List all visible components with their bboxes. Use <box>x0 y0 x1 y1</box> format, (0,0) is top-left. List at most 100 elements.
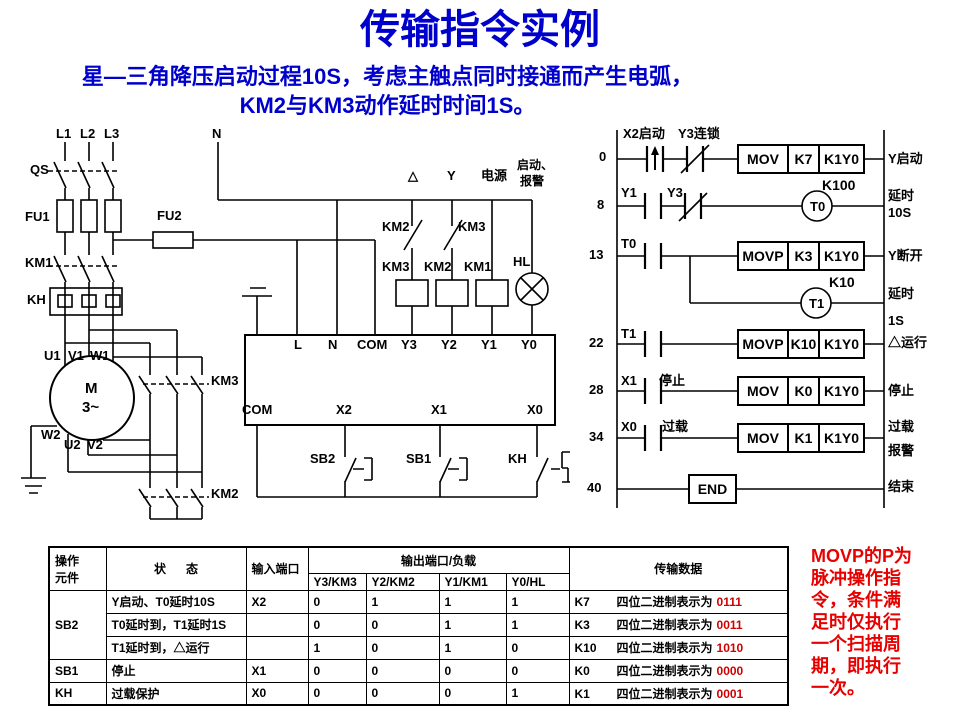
cell-input: X1 <box>245 658 309 683</box>
cell-output: 1 <box>438 612 507 637</box>
motor-label-3ph: 3~ <box>82 399 100 416</box>
ladder-contact-y1: Y1 <box>621 185 637 200</box>
cell-output: 0 <box>438 658 507 683</box>
rung-note-end: 结束 <box>888 479 915 494</box>
ladder-end-box: END <box>688 474 737 504</box>
main-circuit-diagram <box>21 142 209 520</box>
cell-output: 0 <box>307 612 367 637</box>
ladder-step-34: 34 <box>589 429 604 444</box>
circuit-label-l3: L3 <box>104 126 120 141</box>
instruction-cell: K10 <box>787 331 818 357</box>
cell-output: 1 <box>438 635 507 660</box>
ladder-contact-t1: T1 <box>621 326 637 341</box>
cell-output: 1 <box>365 589 440 614</box>
ladder-contact-y3: Y3 <box>667 185 683 200</box>
kh-element-b <box>81 294 97 308</box>
note-line: MOVP的P为 <box>811 546 913 566</box>
binary-label: 四位二进制表示为 <box>616 664 713 678</box>
table-header-component: 操作 元件 <box>48 546 107 591</box>
rung-note-delay-1: 延时 <box>888 188 915 203</box>
rung-note-y-start: Y启动 <box>888 151 923 166</box>
plc-terminal-x2: X2 <box>336 402 352 417</box>
note-line: 令，条件满 <box>811 590 901 610</box>
ladder-step-40: 40 <box>587 480 602 495</box>
plc-terminal-y0: Y0 <box>521 337 537 352</box>
timer-coil-t1 <box>800 287 832 319</box>
cell-input <box>245 612 309 637</box>
cell-output: 0 <box>505 635 570 660</box>
circuit-label-km2: KM2 <box>211 486 239 501</box>
motor-label-u2: U2 <box>64 437 81 452</box>
plc-label-hl: HL <box>513 254 531 269</box>
k-value: K3 <box>574 618 590 632</box>
fuse-fu2 <box>152 231 194 249</box>
circuit-label-l2: L2 <box>80 126 96 141</box>
cell-output: 1 <box>505 589 570 614</box>
plc-box <box>244 334 556 426</box>
ladder-step-0: 0 <box>599 149 607 164</box>
timer-coil-t0 <box>801 190 833 222</box>
binary-value: 1010 <box>716 641 744 655</box>
rung-note-delta-run: △运行 <box>888 335 928 350</box>
plc-terminal-com-top: COM <box>357 337 388 352</box>
motor-label-w1: W1 <box>90 348 110 363</box>
qs-km-dashed-links <box>48 170 209 498</box>
coil-km1 <box>475 279 509 307</box>
motor-label-v2: V2 <box>87 437 103 452</box>
circuit-label-sb2: SB2 <box>310 451 336 466</box>
cell-state: Y启动、T0延时10S <box>105 589 247 614</box>
plc-label-km2-coil: KM2 <box>424 259 452 274</box>
movp-note: MOVP的P为脉冲操作指令，条件满足时仅执行一个扫描周期，即执行一次。 <box>811 545 960 699</box>
subtitle-line-1: 星—三角降压启动过程10S，考虑主触点同时接通而产生电弧， <box>81 64 694 89</box>
instruction-cell: K1Y0 <box>818 425 863 451</box>
note-line: 一个扫描周 <box>811 634 901 654</box>
timer-t0: T0 <box>810 199 826 214</box>
ladder-note-stop: 停止 <box>659 373 686 388</box>
circuit-label-sb1: SB1 <box>406 451 432 466</box>
instruction-cell: MOVP <box>742 248 784 264</box>
instruction-cell: K3 <box>787 243 818 269</box>
cell-input <box>245 635 309 660</box>
ladder-contact-bars <box>643 146 705 451</box>
ladder-rails <box>616 130 885 508</box>
binary-value: 0011 <box>716 618 743 632</box>
cell-state: 过载保护 <box>105 681 247 706</box>
plc-label-km1-coil: KM1 <box>464 259 492 274</box>
cell-state: T1延时到，△运行 <box>105 635 247 660</box>
instruction-cell: K1Y0 <box>818 378 863 404</box>
instruction-cell: MOV <box>747 383 779 399</box>
circuit-label-l1: L1 <box>56 126 72 141</box>
cell-output: 0 <box>505 658 570 683</box>
rung-note-overload: 过载 <box>888 419 915 434</box>
timer-k10: K10 <box>829 274 855 290</box>
plc-label-delta: △ <box>408 168 418 183</box>
instruction-cell: K7 <box>787 146 818 172</box>
instruction-cell: MOVP <box>742 336 784 352</box>
plc-terminal-n: N <box>328 337 338 352</box>
motor-label-w2: W2 <box>41 427 61 442</box>
kh-element-c <box>105 294 121 308</box>
plc-label-start: 启动、 <box>517 158 554 172</box>
table-subheader-y0-hl: Y0/HL <box>505 572 570 591</box>
note-line: 一次。 <box>811 678 865 698</box>
cell-output: 0 <box>307 658 367 683</box>
ladder-step-13: 13 <box>589 247 604 262</box>
k-value: K0 <box>574 664 590 678</box>
motor-symbol <box>49 355 135 441</box>
plc-terminal-y2: Y2 <box>441 337 457 352</box>
cell-output: 0 <box>365 658 440 683</box>
table-subheader-y3-km3: Y3/KM3 <box>307 572 367 591</box>
motor-label-u1: U1 <box>44 348 61 363</box>
plc-label-star: Y <box>447 168 456 183</box>
cell-output: 0 <box>365 635 440 660</box>
